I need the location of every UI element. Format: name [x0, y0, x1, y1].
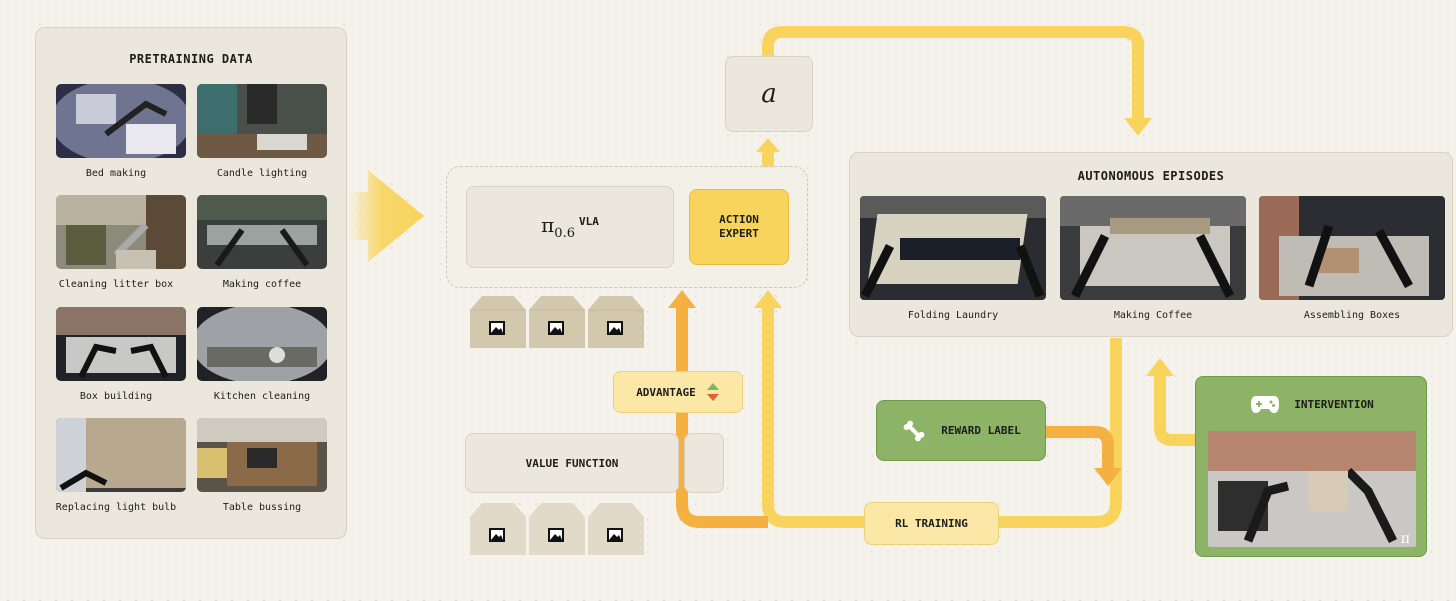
pretraining-label: Bed making — [85, 168, 147, 179]
reward-label-box: REWARD LABEL — [876, 400, 1046, 461]
image-token-icon — [470, 296, 526, 348]
vla-box: π0.6 VLA — [466, 186, 674, 268]
pretraining-label: Making coffee — [222, 279, 302, 290]
reward-to-rl-arrow — [1044, 426, 1114, 470]
action-expert-line2: EXPERT — [719, 227, 759, 240]
action-expert-line1: ACTION — [719, 213, 759, 226]
pretraining-thumb-kitchen-cleaning — [197, 307, 327, 381]
pi-watermark-icon: π — [1400, 531, 1410, 547]
pretraining-thumb-bed-making — [56, 84, 186, 158]
pretraining-label: Table bussing — [222, 502, 302, 513]
intervention-label: INTERVENTION — [1294, 397, 1374, 411]
up-down-arrows-icon — [706, 383, 719, 401]
advantage-label: ADVANTAGE — [636, 385, 696, 399]
image-token-icon — [588, 296, 644, 348]
pi-symbol: π — [541, 213, 555, 237]
pi-subscript: 0.6 — [554, 226, 575, 241]
image-token-icon — [529, 296, 585, 348]
value-function-box: VALUE FUNCTION — [465, 433, 679, 493]
episode-label: Folding Laundry — [907, 310, 999, 321]
pretraining-label: Replacing light bulb — [55, 502, 177, 513]
pretraining-label: Cleaning litter box — [58, 279, 174, 290]
pretraining-thumb-making-coffee — [197, 195, 327, 269]
pretraining-thumb-cleaning-litter-box — [56, 195, 186, 269]
image-token-icon — [470, 503, 526, 555]
advantage-to-policy-arrow — [676, 306, 768, 528]
episode-thumb-assembling-boxes — [1259, 196, 1445, 300]
value-head-box — [684, 433, 724, 493]
pretraining-thumb-candle-lighting — [197, 84, 327, 158]
rl-training-box: RL TRAINING — [864, 502, 999, 545]
rl-training-label: RL TRAINING — [895, 517, 968, 530]
bone-icon — [903, 420, 925, 441]
intervention-panel: INTERVENTION π — [1195, 376, 1427, 557]
action-to-episodes-arrow — [762, 26, 1144, 120]
intervention-image: π — [1208, 431, 1416, 547]
action-symbol: a — [761, 79, 777, 109]
episode-label: Assembling Boxes — [1303, 310, 1401, 321]
pretraining-label: Kitchen cleaning — [213, 391, 311, 402]
episode-thumb-folding-laundry — [860, 196, 1046, 300]
pretraining-label: Candle lighting — [216, 168, 308, 179]
pretraining-panel: PRETRAINING DATA Bed making Candle light… — [35, 27, 347, 539]
pretraining-title: PRETRAINING DATA — [129, 52, 253, 66]
pretraining-to-policy-arrow — [348, 170, 424, 262]
pretraining-thumb-replacing-light-bulb — [56, 418, 186, 492]
vla-label: VLA — [578, 214, 599, 228]
value-function-label: VALUE FUNCTION — [525, 456, 619, 470]
pretraining-thumb-box-building — [56, 307, 186, 381]
image-token-icon — [529, 503, 585, 555]
gamepad-icon — [1251, 396, 1280, 413]
autonomous-episodes-panel: AUTONOMOUS EPISODES Folding Laundry Maki… — [849, 152, 1453, 337]
reward-label-text: REWARD LABEL — [941, 424, 1021, 437]
episode-thumb-making-coffee — [1060, 196, 1246, 300]
action-box: a — [725, 56, 813, 132]
pretraining-label: Box building — [79, 391, 153, 402]
image-token-icon — [588, 503, 644, 555]
intervention-to-episodes-arrow — [1154, 374, 1196, 446]
action-expert-box: ACTION EXPERT — [689, 189, 789, 265]
intervention-header: INTERVENTION — [1196, 391, 1428, 417]
autonomous-episodes-title: AUTONOMOUS EPISODES — [1077, 169, 1225, 183]
advantage-box: ADVANTAGE — [613, 371, 743, 413]
pretraining-thumb-table-bussing — [197, 418, 327, 492]
episode-label: Making Coffee — [1113, 310, 1193, 321]
